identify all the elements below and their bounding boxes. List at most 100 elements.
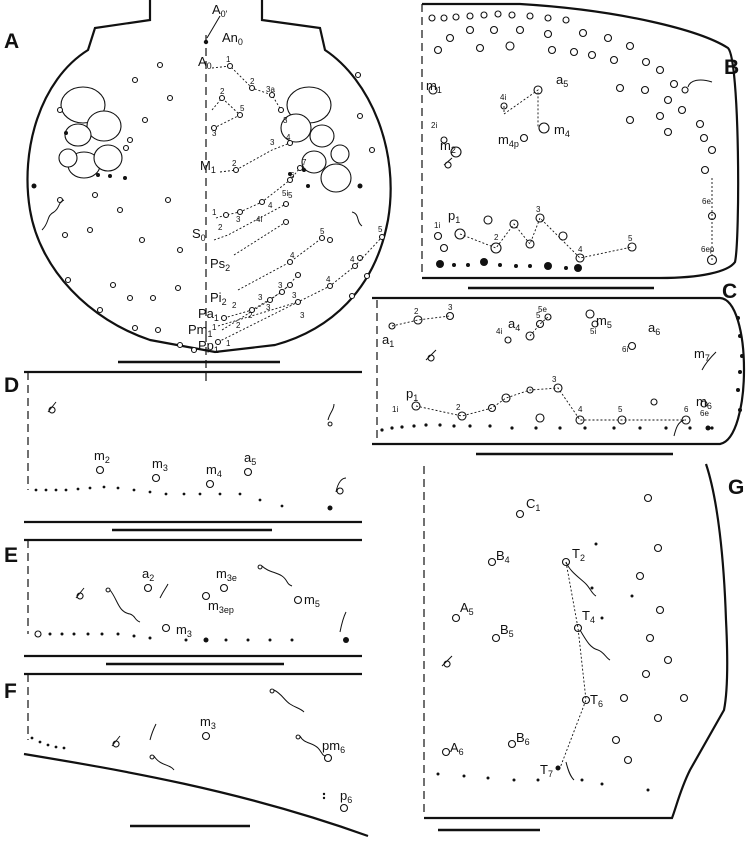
sockets-d [95,465,253,489]
svg-text:6e: 6e [700,409,709,418]
c-link2 [529,316,549,337]
panel-f: F m3 pm6 p6 [4,672,369,838]
svg-text:5i: 5i [282,189,288,198]
svg-text:m3: m3 [200,714,216,731]
dots-c [380,316,744,432]
svg-text:An0: An0 [222,30,243,47]
panel-g: G C [423,463,744,832]
sensillum-g1 [565,561,597,597]
svg-text:3: 3 [236,215,241,224]
svg-text:6e: 6e [702,197,711,206]
svg-text:6i: 6i [622,345,628,354]
svg-text:m3ep: m3ep [208,598,234,615]
svg-text:5: 5 [628,234,633,243]
sensillum-f4 [149,754,175,771]
tergite-outline-b [422,2,740,280]
svg-text:4i: 4i [496,327,502,336]
svg-text:4: 4 [286,133,291,142]
svg-text:m4p: m4p [498,132,519,149]
sensillum-c1 [701,351,717,371]
svg-text:p1: p1 [448,208,460,225]
sensillum-b [681,79,713,94]
labels-e: a2 m3e m3ep m5 m3 [142,566,320,639]
svg-text:1: 1 [226,339,231,348]
svg-text:5: 5 [618,405,623,414]
svg-text:m6: m6 [696,394,712,411]
svg-text:5: 5 [378,225,383,234]
panel-letter-a: A [4,30,19,53]
panel-b: B [421,2,740,290]
panel-letter-g: G [728,476,744,499]
eye-patch-left [58,86,123,179]
svg-text:4i: 4i [500,93,506,102]
svg-text:p6: p6 [340,788,352,805]
svg-text:m3: m3 [176,622,192,639]
svg-text:1i: 1i [434,221,440,230]
sensillum-d2 [335,477,347,495]
sensillum-left [41,199,65,231]
svg-text:2: 2 [220,87,225,96]
panel-a: A [4,0,392,382]
svg-text:4: 4 [268,201,273,210]
svg-text:4i: 4i [256,215,262,224]
sensillum-f1 [149,723,157,741]
svg-text:3: 3 [212,129,217,138]
svg-text:4: 4 [290,251,295,260]
svg-text:3: 3 [266,303,271,312]
sensillum-f3 [295,734,327,757]
tergite-outline-c [372,296,745,446]
svg-text:T4: T4 [582,608,595,625]
sensillum-g2 [579,629,611,661]
pointer-a0prime [206,15,221,39]
c-link3 [415,387,686,421]
svg-text:m1: m1 [426,78,442,95]
macro-dots-b [436,258,582,272]
svg-text:5e: 5e [538,305,547,314]
svg-text:m4: m4 [554,122,570,139]
svg-text:Pm1: Pm1 [188,322,213,339]
svg-text:5: 5 [288,191,293,200]
svg-text:2: 2 [248,311,253,320]
tergite-outline-g [424,463,729,820]
svg-text:1: 1 [212,208,217,217]
pseudopore-c [425,349,437,362]
svg-text:3: 3 [300,311,305,320]
svg-text:3: 3 [283,116,288,125]
pseudopore-d [47,401,57,414]
svg-text:6: 6 [684,405,689,414]
svg-text:1i: 1i [392,405,398,414]
sockets-a [56,61,376,354]
panel-letter-e: E [4,544,18,567]
svg-text:S0: S0 [192,226,206,243]
dots-e [48,632,349,643]
sensillum-c2 [673,419,685,437]
b-link2 [459,217,633,259]
pseudopore-f [111,735,121,748]
sockets-a-right [203,39,386,346]
svg-text:pm6: pm6 [322,738,345,755]
svg-text:m5: m5 [304,592,320,609]
svg-text:m7: m7 [694,346,710,363]
svg-text:2: 2 [250,77,255,86]
svg-text:A0: A0 [198,54,212,71]
sensillum-e1 [105,587,141,623]
sockets-e [34,583,303,638]
svg-text:3: 3 [270,138,275,147]
svg-text:m5: m5 [596,313,612,330]
g-link [559,561,587,769]
svg-text:m2: m2 [94,448,110,465]
panel-d: D m2 m3 m4 a5 [4,370,362,532]
svg-text:m2: m2 [440,138,456,155]
svg-text:Ps2: Ps2 [210,256,230,273]
svg-text:B4: B4 [496,548,510,565]
sensillum-right [351,211,363,227]
svg-text:a2: a2 [142,566,154,583]
svg-text:2: 2 [494,233,499,242]
svg-text:5: 5 [536,311,541,320]
panel-c: C [372,280,745,456]
svg-text:4: 4 [578,405,583,414]
dots-d [34,485,333,511]
svg-text:T7: T7 [540,762,553,779]
panel-letter-c: C [722,280,737,303]
